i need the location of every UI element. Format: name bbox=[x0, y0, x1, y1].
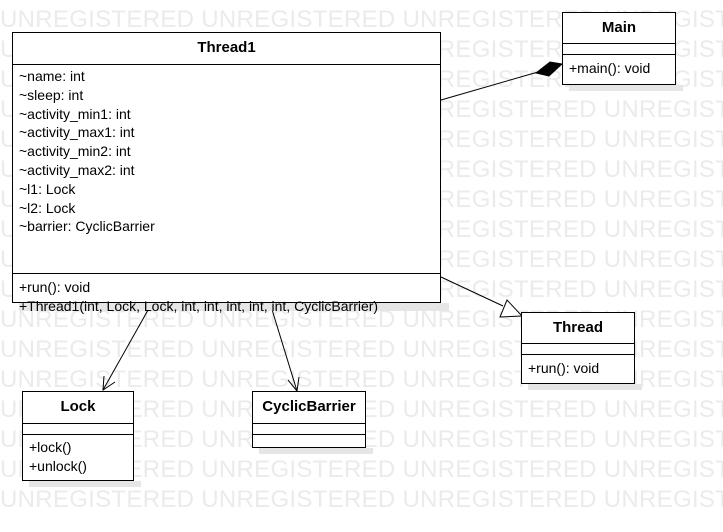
attributes-section bbox=[253, 424, 365, 435]
class-main[interactable]: Main +main(): void bbox=[562, 12, 676, 85]
attribute-row: ~sleep: int bbox=[19, 86, 84, 103]
generalization-line[interactable] bbox=[440, 276, 504, 307]
class-name: Thread bbox=[522, 313, 634, 344]
composition-line[interactable] bbox=[440, 71, 539, 101]
attributes-section bbox=[23, 424, 133, 435]
operation-row: +run(): void bbox=[19, 279, 91, 295]
attribute-row: ~activity_max1: int bbox=[19, 124, 135, 141]
operation-row: +run(): void bbox=[528, 360, 600, 376]
attributes-section bbox=[522, 344, 634, 355]
association-line-lock[interactable] bbox=[102, 302, 153, 391]
attributes-section: ~name: int ~sleep: int ~activity_min1: i… bbox=[13, 65, 440, 274]
class-lock[interactable]: Lock +lock() +unlock() bbox=[22, 391, 134, 481]
attribute-row: ~barrier: CyclicBarrier bbox=[19, 218, 155, 235]
composition-diamond bbox=[534, 61, 564, 77]
generalization-arrowhead bbox=[499, 299, 524, 318]
operations-section bbox=[253, 435, 365, 447]
attribute-row: ~activity_min2: int bbox=[19, 143, 131, 160]
attribute-row: ~activity_min1: int bbox=[19, 105, 131, 122]
class-thread[interactable]: Thread +run(): void bbox=[521, 312, 635, 384]
operation-row: +main(): void bbox=[569, 60, 651, 76]
association-line-cyclicbarrier[interactable] bbox=[269, 302, 298, 392]
attributes-section bbox=[563, 44, 675, 55]
class-name: Thread1 bbox=[13, 33, 440, 65]
class-shadow bbox=[528, 384, 642, 390]
class-shadow bbox=[569, 85, 683, 91]
operation-row: +lock() bbox=[29, 439, 72, 455]
attribute-row: ~l1: Lock bbox=[19, 180, 76, 197]
operation-row: +unlock() bbox=[29, 457, 87, 474]
class-name: Main bbox=[563, 13, 675, 44]
class-shadow bbox=[29, 481, 141, 487]
class-name: Lock bbox=[23, 392, 133, 424]
attribute-row: ~name: int bbox=[19, 68, 85, 84]
class-shadow bbox=[19, 303, 449, 311]
class-thread1[interactable]: Thread1 ~name: int ~sleep: int ~activity… bbox=[12, 32, 441, 314]
operations-section: +lock() +unlock() bbox=[23, 435, 133, 478]
class-cyclicbarrier[interactable]: CyclicBarrier bbox=[252, 391, 366, 448]
class-shadow bbox=[259, 448, 373, 454]
class-name: CyclicBarrier bbox=[253, 392, 365, 424]
operations-section: +run(): void +Thread1(int, Lock, Lock, i… bbox=[13, 274, 440, 318]
operations-section: +main(): void bbox=[563, 55, 675, 80]
operations-section: +run(): void bbox=[522, 355, 634, 380]
attribute-row: ~l2: Lock bbox=[19, 199, 76, 216]
operation-row: +Thread1(int, Lock, Lock, int, int, int,… bbox=[19, 297, 379, 314]
association-arrowhead-lock bbox=[102, 375, 116, 391]
attribute-row: ~activity_max2: int bbox=[19, 161, 135, 178]
